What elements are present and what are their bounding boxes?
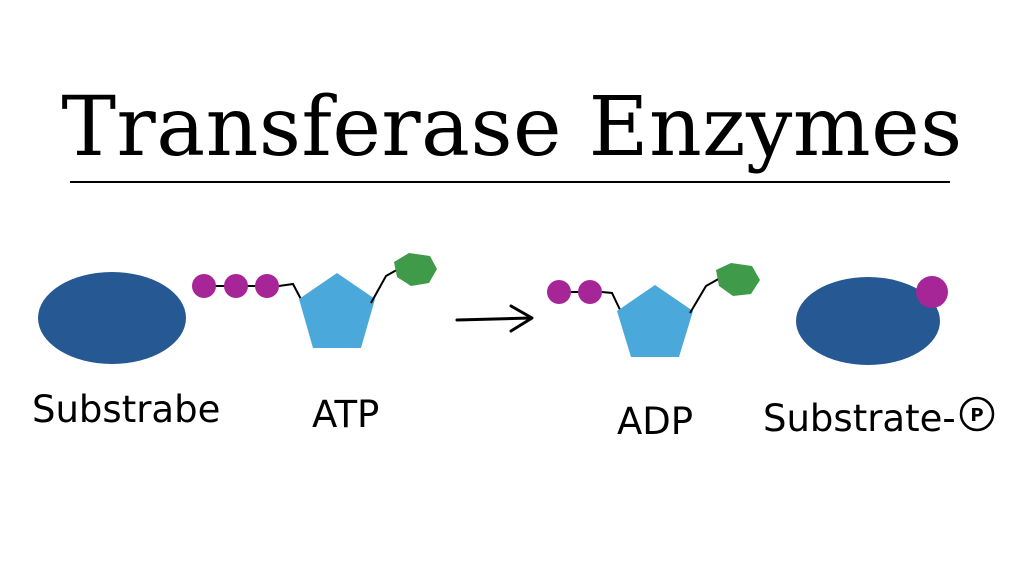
adp-phosphate-2 (578, 280, 602, 304)
adp-link-line-right (689, 276, 723, 314)
title-underline (70, 181, 950, 183)
atp-phosphate-2 (224, 274, 248, 298)
substrate-blob-right (796, 277, 940, 365)
atp-link-line-left (278, 282, 304, 304)
adp-base-shape (716, 263, 760, 296)
phosphate-symbol-circle (959, 396, 995, 432)
atp-ribose-pentagon (299, 273, 375, 348)
atp-phosphate-1 (192, 274, 216, 298)
label-substrate-right: Substrate- (763, 397, 956, 440)
attached-phosphate (916, 276, 948, 308)
adp-phosphate-1 (547, 280, 571, 304)
atp-base-shape (394, 253, 437, 286)
label-substrate-left: Substrabe (32, 388, 220, 431)
label-atp: ATP (312, 393, 379, 436)
atp-phosphate-3 (255, 274, 279, 298)
phosphate-symbol-letter: P (970, 405, 983, 426)
substrate-blob-left (38, 272, 186, 364)
reaction-arrow (455, 304, 534, 333)
adp-link-line-left (601, 291, 623, 315)
page-title: Transferase Enzymes (61, 80, 963, 175)
adp-ribose-pentagon (617, 285, 693, 357)
label-adp: ADP (617, 400, 693, 443)
